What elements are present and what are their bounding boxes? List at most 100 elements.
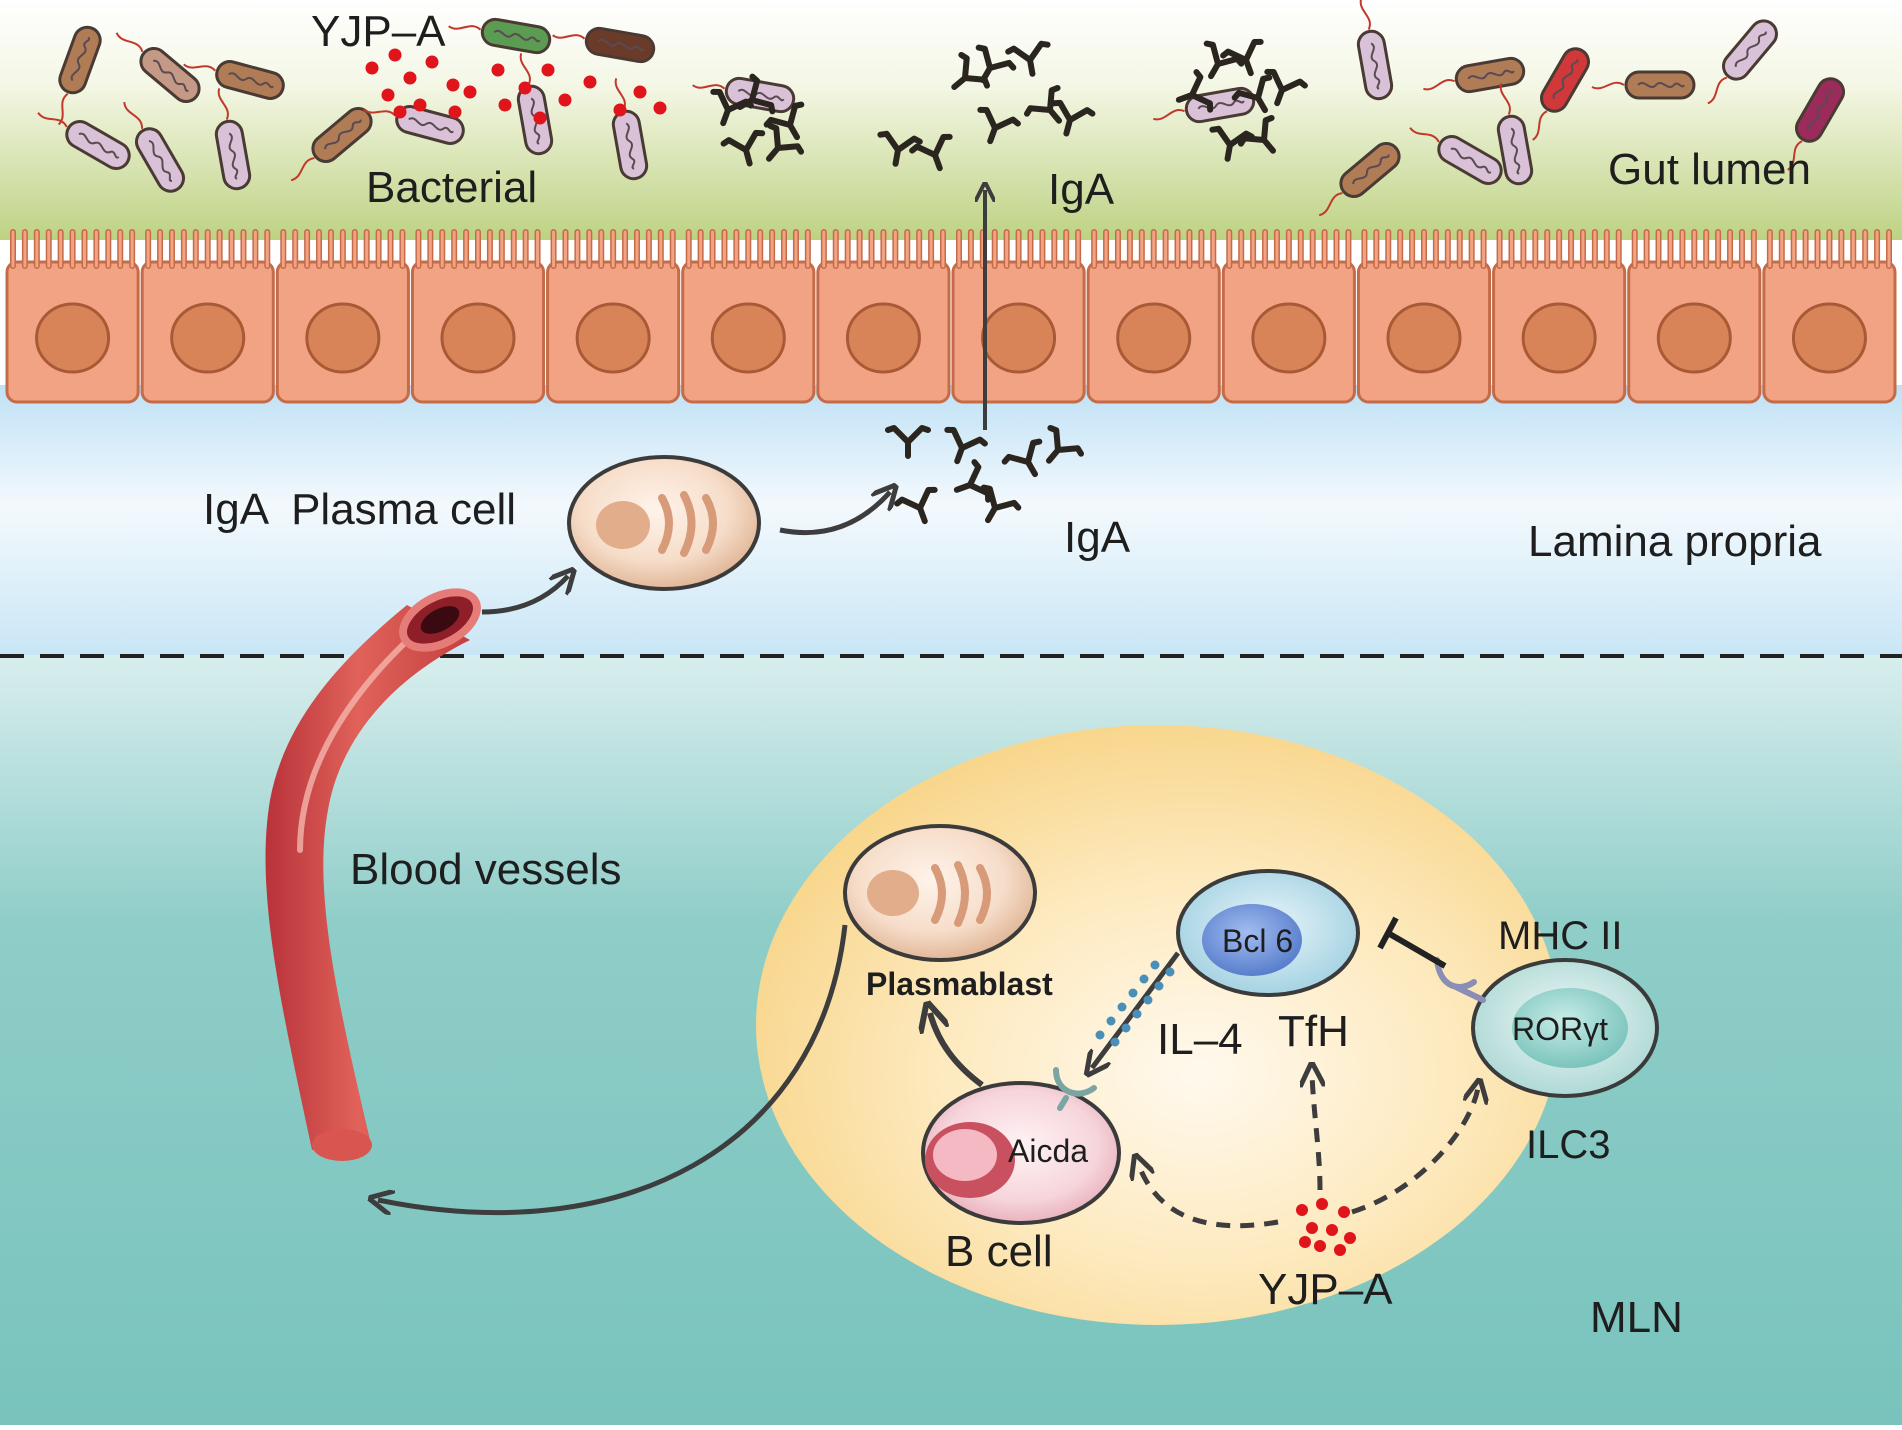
- antibody-icon: [885, 425, 931, 459]
- bacterium-icon: [1532, 47, 1590, 141]
- bacterium-icon: [183, 60, 285, 100]
- particle-icon: [558, 93, 572, 107]
- epithelial-cell: [1492, 229, 1627, 404]
- bacterium-icon: [1496, 83, 1534, 186]
- particle-icon: [1299, 1236, 1311, 1248]
- lamina-propria-label: Lamina propria: [1528, 517, 1822, 566]
- antibody-group: [710, 38, 1308, 525]
- antibody-icon: [894, 486, 938, 525]
- particle-icon: [1296, 1204, 1308, 1216]
- ilc3-cell-icon: [1471, 958, 1659, 1098]
- epithelial-cell: [816, 229, 951, 404]
- particle-icon: [381, 88, 395, 102]
- epithelial-cell: [1086, 229, 1221, 404]
- particle-icon: [448, 105, 462, 119]
- antibody-icon: [1231, 74, 1273, 114]
- antibody-icon: [1050, 99, 1096, 137]
- epithelial-cell: [140, 229, 275, 404]
- cytokine-dot: [1106, 1016, 1116, 1026]
- cytokine-dot: [1150, 960, 1160, 970]
- bacterium-icon: [290, 107, 373, 182]
- antibody-icon: [1237, 114, 1276, 154]
- antibody-icon: [909, 133, 953, 172]
- particle-icon: [1314, 1240, 1326, 1252]
- antibody-icon: [977, 106, 1021, 145]
- antibody-icon: [1023, 84, 1062, 124]
- bacterium-icon: [448, 17, 552, 55]
- bacterial-label: Bacterial: [366, 163, 538, 212]
- bacterium-icon: [1409, 127, 1503, 185]
- yjpa-bottom-label: YJP–A: [1258, 1265, 1393, 1314]
- particle-icon: [633, 85, 647, 99]
- arrow-yjpa-to-tfh: [1312, 1072, 1320, 1191]
- gut-lumen-label: Gut lumen: [1608, 145, 1811, 194]
- bacterium-icon: [1591, 70, 1696, 100]
- il4-receptor-stem: [1057, 1095, 1069, 1111]
- epithelial-cell: [546, 229, 681, 404]
- antibody-icon: [1203, 40, 1245, 80]
- antibody-icon: [1046, 424, 1085, 464]
- particle-icon: [463, 85, 477, 99]
- arrow-to-iga: [779, 492, 890, 536]
- inhibition-bar: [1377, 916, 1399, 950]
- arrow-vessel-to-plasma: [481, 576, 568, 615]
- bcl6-label: Bcl 6: [1222, 923, 1294, 959]
- plasmablast-label: Plasmablast: [866, 966, 1053, 1002]
- antibody-icon: [766, 122, 805, 162]
- yjpa-top-label: YJP–A: [311, 7, 446, 56]
- bacteria-group: [37, 0, 1845, 217]
- antibody-icon: [1001, 438, 1043, 478]
- cytokine-dot: [1132, 1009, 1142, 1019]
- particle-icon: [1334, 1244, 1346, 1256]
- particle-icon: [365, 61, 379, 75]
- antibody-icon: [710, 88, 754, 127]
- particle-icon: [413, 98, 427, 112]
- rorgt-label: RORγt: [1512, 1011, 1608, 1047]
- blood-vessel-icon: [265, 588, 481, 1161]
- antibody-icon: [763, 101, 805, 141]
- il4-cytokine-dots: [1095, 960, 1175, 1047]
- particle-icon: [613, 103, 627, 117]
- antibody-icon: [944, 426, 988, 465]
- particle-icon: [518, 81, 532, 95]
- bacterium-icon: [1318, 142, 1401, 217]
- epithelial-cell: [951, 229, 1086, 404]
- particle-icon: [1316, 1198, 1328, 1210]
- particle-icon: [1306, 1222, 1318, 1234]
- cytokine-dot: [1117, 1002, 1127, 1012]
- particle-icon: [403, 71, 417, 85]
- b-cell-icon: [921, 1081, 1121, 1225]
- mln-label: MLN: [1590, 1293, 1683, 1342]
- gut-lumen-layer: [0, 0, 1902, 240]
- tfh-label: TfH: [1278, 1007, 1349, 1056]
- antibody-icon: [951, 51, 991, 90]
- particle-icon: [491, 63, 505, 77]
- epithelial-cell: [5, 229, 140, 404]
- antibody-icon: [877, 130, 923, 167]
- yjpa-particles-bottom: [1296, 1198, 1356, 1256]
- b-cell-label: B cell: [945, 1227, 1053, 1276]
- antibody-icon: [980, 484, 1022, 524]
- particle-icon: [1326, 1224, 1338, 1236]
- antibody-icon: [736, 73, 776, 115]
- particle-icon: [388, 48, 402, 62]
- epithelial-cell: [1627, 229, 1762, 404]
- tfh-cell-icon: [1176, 869, 1360, 997]
- arrow-bcell-to-plasmablast: [930, 1013, 984, 1088]
- antibody-icon: [1220, 38, 1264, 77]
- antibody-icon: [975, 44, 1017, 84]
- il4-receptor: [1053, 1067, 1097, 1097]
- antibody-icon: [1209, 125, 1255, 162]
- bacterium-icon: [115, 32, 201, 103]
- antibody-icon: [1264, 68, 1308, 107]
- particle-icon: [1344, 1232, 1356, 1244]
- epithelial-cell: [1762, 229, 1897, 404]
- arrow-yjpa-to-ilc3: [1351, 1088, 1478, 1215]
- plasma-cell-icon: [567, 455, 761, 591]
- bacterium-icon: [552, 26, 656, 64]
- particle-icon: [498, 98, 512, 112]
- particle-icon: [1338, 1206, 1350, 1218]
- bacterium-icon: [1356, 0, 1394, 101]
- cytokine-dot: [1154, 981, 1164, 991]
